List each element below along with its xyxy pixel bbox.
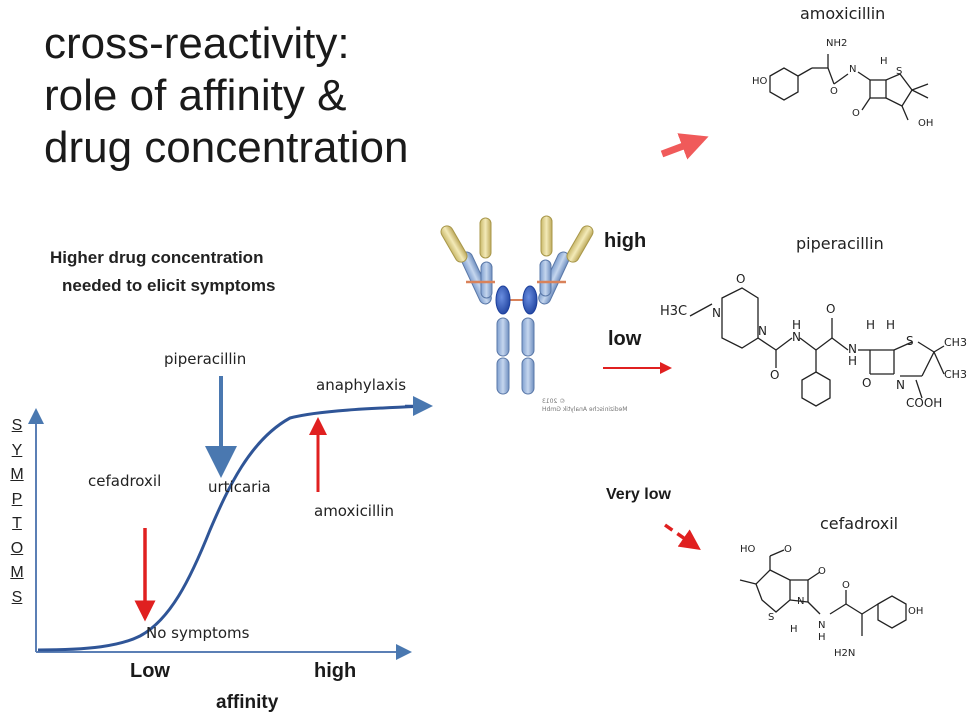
atom-o-2: O (818, 566, 826, 577)
title-line-2: role of affinity & (44, 71, 347, 120)
atom-n-2: N (758, 324, 767, 338)
cefadroxil-name: cefadroxil (820, 514, 899, 533)
atom-h3c: H3C (660, 304, 688, 319)
piperacillin-name: piperacillin (796, 234, 884, 253)
very-low-arrow (663, 523, 701, 551)
x-axis-label: affinity (216, 692, 279, 713)
atom-o-4: O (862, 376, 872, 390)
page-title: cross-reactivity: role of affinity & dru… (44, 18, 408, 174)
atom-n: N (797, 596, 805, 607)
atom-oh: OH (918, 118, 934, 129)
atom-ch3-2: CH3 (944, 368, 967, 381)
piperacillin-structure (689, 287, 945, 407)
atom-ho: HO (752, 76, 768, 87)
title-line-1: cross-reactivity: (44, 19, 350, 68)
no-symptoms-label: No symptoms (146, 624, 250, 642)
x-axis-high-label: high (314, 660, 357, 682)
subtitle: Higher drug concentration needed to elic… (50, 244, 276, 300)
atom-o: O (784, 544, 792, 555)
atom-h: H (790, 624, 798, 635)
atom-n-5: N (896, 378, 905, 392)
atom-h2n: H2N (834, 648, 856, 659)
concentration-high-label: high (604, 230, 647, 252)
antibody-stamp: © 2013 Medizinische Analytik GmbH (542, 398, 628, 413)
atom-cooh: COOH (906, 396, 943, 410)
atom-n-3: N (792, 330, 801, 344)
atom-n-4: N (848, 342, 857, 356)
atom-s: S (768, 612, 775, 623)
concentration-very-low-label: Very low (606, 486, 671, 503)
dose-response-curve (37, 404, 429, 652)
atom-ch3: CH3 (944, 336, 967, 349)
atom-h-4: H (886, 318, 896, 332)
atom-oh: OH (908, 606, 924, 617)
cefadroxil-label: cefadroxil (88, 472, 162, 490)
atom-o-3: O (826, 302, 836, 316)
atom-s: S (906, 334, 914, 348)
amoxicillin-label: amoxicillin (314, 502, 394, 520)
subtitle-line-2: needed to elicit symptoms (62, 276, 276, 295)
atom-h-2: H (818, 632, 826, 643)
atom-h-2: H (848, 354, 858, 368)
cefadroxil-structure (739, 549, 907, 636)
atom-o-2: O (852, 108, 860, 119)
atom-o-3: O (842, 580, 850, 591)
atom-s: S (896, 66, 903, 77)
anaphylaxis-label: anaphylaxis (316, 376, 407, 394)
atom-h: H (880, 56, 888, 67)
atom-nh2: NH2 (826, 38, 848, 49)
atom-h: H (792, 318, 802, 332)
x-axis-low-label: Low (130, 660, 170, 682)
atom-o-2: O (770, 368, 780, 382)
concentration-low-label: low (608, 328, 642, 350)
high-arrow (660, 133, 709, 160)
atom-o: O (830, 86, 838, 97)
amoxicillin-structure (769, 54, 929, 121)
atom-o: O (736, 272, 746, 286)
title-line-3: drug concentration (44, 123, 409, 172)
subtitle-line-1: Higher drug concentration (50, 248, 264, 267)
atom-n: N (849, 64, 857, 75)
urticaria-label: urticaria (208, 478, 271, 496)
atom-n-2: N (818, 620, 826, 631)
amoxicillin-name: amoxicillin (800, 4, 886, 23)
atom-ho: HO (740, 544, 756, 555)
atom-n: N (712, 306, 721, 320)
atom-h-3: H (866, 318, 876, 332)
piperacillin-label: piperacillin (164, 350, 247, 368)
antibody-illustration (440, 215, 594, 395)
y-axis-label: S Y M P T O M S (10, 417, 24, 606)
